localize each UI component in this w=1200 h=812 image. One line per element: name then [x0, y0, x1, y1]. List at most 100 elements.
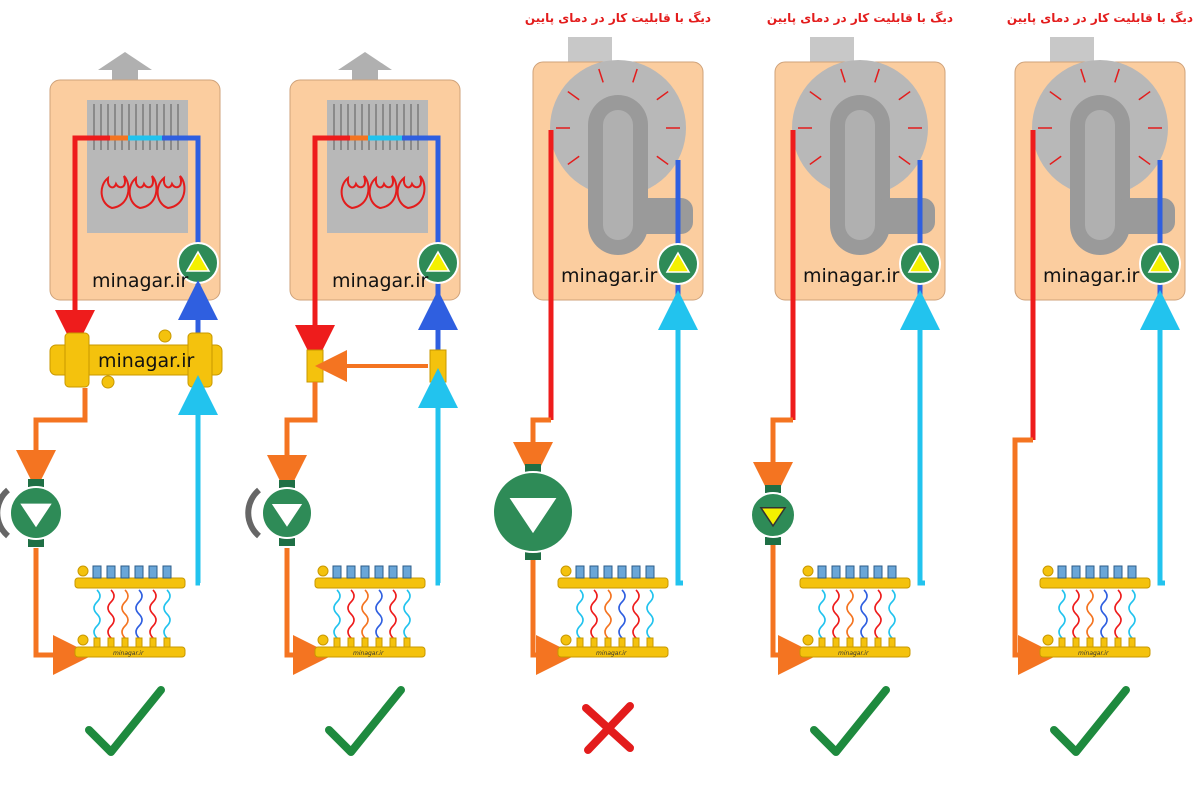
- manifold-port: [347, 637, 355, 648]
- heat-ray: [840, 68, 846, 83]
- manifold-watermark: minagar.ir: [1078, 650, 1109, 657]
- manifold-valve: [388, 565, 398, 579]
- air-vent-icon: [158, 329, 172, 343]
- manifold-valve: [360, 565, 370, 579]
- heat-ray: [1114, 68, 1120, 83]
- manifold-watermark: minagar.ir: [838, 650, 869, 657]
- tee-fitting: [429, 349, 447, 383]
- exchanger-inner: [603, 110, 633, 240]
- manifold-port: [403, 637, 411, 648]
- heat-ray: [1080, 68, 1086, 83]
- pump-flange: [28, 479, 44, 487]
- pump-arrow-up-icon: [185, 250, 211, 272]
- checkmark-icon: [325, 686, 405, 756]
- floor-loop: [646, 589, 654, 646]
- exchanger-inner: [1085, 110, 1115, 240]
- pump-flange: [525, 552, 541, 560]
- separator-watermark: minagar.ir: [98, 350, 195, 372]
- manifold-port: [832, 637, 840, 648]
- pump-flange: [28, 539, 44, 547]
- floor-loop: [93, 589, 101, 646]
- supply-pipe-warm: [513, 417, 553, 482]
- manifold-valve: [1057, 565, 1067, 579]
- manifold-supply-bar: [74, 577, 186, 589]
- manifold-supply-bar: [557, 577, 669, 589]
- panel-caption: دیگ با قابلیت کار در دمای پایین: [1007, 11, 1193, 25]
- heat-ray: [656, 90, 669, 101]
- separator-port: [64, 332, 90, 388]
- manifold-watermark: minagar.ir: [596, 650, 627, 657]
- manifold-watermark: minagar.ir: [353, 650, 384, 657]
- floor-loop: [576, 589, 584, 646]
- manifold-port: [1114, 637, 1122, 648]
- flame-icon: [396, 175, 426, 210]
- manifold-valve: [817, 565, 827, 579]
- manifold-port: [163, 637, 171, 648]
- heat-ray: [1138, 155, 1151, 166]
- manifold-valve: [92, 565, 102, 579]
- internal-hot-pipe: [72, 135, 110, 310]
- secondary-supply-pipe: [267, 382, 318, 495]
- heat-ray: [898, 90, 911, 101]
- manifold-valve: [402, 565, 412, 579]
- manifold-supply-bar: [799, 577, 911, 589]
- manifold-port: [121, 637, 129, 648]
- flame-icon: [340, 175, 370, 210]
- air-vent-icon: [802, 634, 814, 646]
- manifold-port: [846, 637, 854, 648]
- manifold-valve: [603, 565, 613, 579]
- secondary-return-pipe: [178, 375, 218, 586]
- return-pipe: [658, 290, 698, 586]
- pump-arrow-down-icon: [509, 498, 557, 534]
- manifold-supply-bar: [314, 577, 426, 589]
- manifold-port: [818, 637, 826, 648]
- floor-loop: [389, 589, 397, 646]
- manifold-return-bar: [314, 646, 426, 658]
- manifold-port: [618, 637, 626, 648]
- manifold-valve: [631, 565, 641, 579]
- flame-icon: [100, 175, 130, 210]
- manifold-port: [860, 637, 868, 648]
- manifold-port: [1100, 637, 1108, 648]
- pump-arrow-up-icon: [425, 250, 451, 272]
- floor-loop: [375, 589, 383, 646]
- floor-loop: [832, 589, 840, 646]
- panel-3: دیگ با قابلیت کار در دمای پایینminagar.i…: [492, 11, 711, 754]
- manifold-port: [874, 637, 882, 648]
- heat-ray: [1049, 155, 1062, 166]
- flue-box: [1050, 37, 1094, 63]
- manifold-port: [604, 637, 612, 648]
- pump-motor-icon: [245, 487, 262, 539]
- manifold-valve: [859, 565, 869, 579]
- manifold-port: [1072, 637, 1080, 648]
- manifold-port: [590, 637, 598, 648]
- manifold-valve: [1085, 565, 1095, 579]
- flame-icon: [156, 175, 186, 210]
- pump-flange: [765, 537, 781, 545]
- manifold-return-bar: [1039, 646, 1151, 658]
- floor-loop: [333, 589, 341, 646]
- floor-loop: [846, 589, 854, 646]
- floor-loop: [632, 589, 640, 646]
- floor-loop: [590, 589, 598, 646]
- hydraulic-separator: [49, 344, 223, 376]
- flue-pipe: [352, 70, 378, 80]
- tee-fitting: [306, 349, 324, 383]
- floor-loop: [149, 589, 157, 646]
- floor-loop: [818, 589, 826, 646]
- floor-loop: [1086, 589, 1094, 646]
- air-vent-icon: [317, 634, 329, 646]
- manifold-port: [149, 637, 157, 648]
- floor-loop: [1100, 589, 1108, 646]
- checkmark-icon: [85, 686, 165, 756]
- flame-icon: [128, 175, 158, 210]
- boiler-watermark: minagar.ir: [1043, 265, 1140, 287]
- pump-arrow-up-icon: [665, 251, 691, 273]
- manifold-valve: [887, 565, 897, 579]
- boiler-watermark: minagar.ir: [803, 265, 900, 287]
- loop-supply-pipe: [284, 548, 333, 675]
- manifold-valve: [1099, 565, 1109, 579]
- air-vent-icon: [560, 634, 572, 646]
- manifold-return-bar: [799, 646, 911, 658]
